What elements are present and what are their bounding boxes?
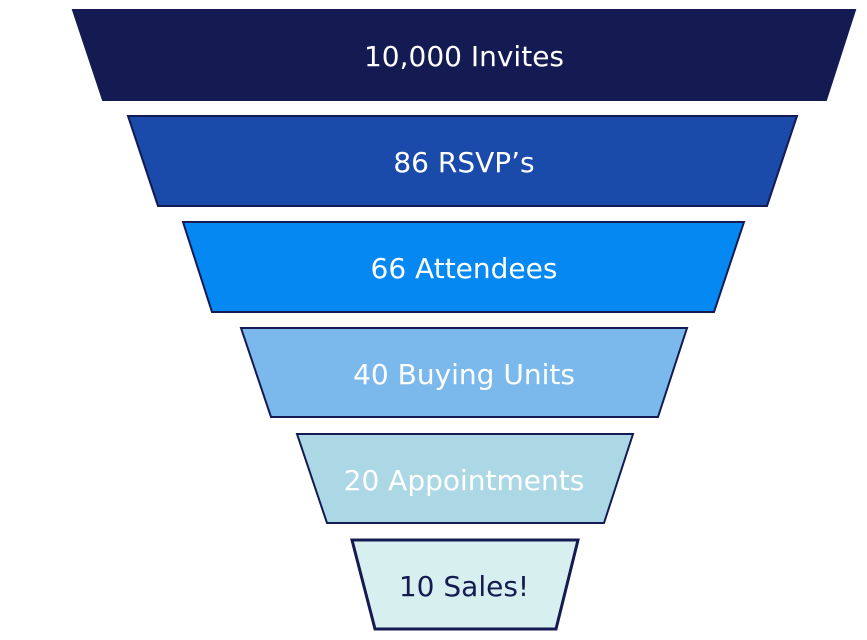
- funnel-band-buying-units: [239, 327, 689, 418]
- funnel-stage-invites: 10,000 Invites: [71, 9, 857, 101]
- funnel-label-invites: 10,000 Invites: [364, 40, 564, 73]
- funnel-band-invites: [71, 9, 857, 101]
- funnel-label-sales: 10 Sales!: [399, 570, 529, 603]
- funnel-label-appointments: 20 Appointments: [344, 464, 585, 497]
- funnel-label-attendees: 66 Attendees: [371, 252, 558, 285]
- funnel-band-sales: [350, 538, 580, 631]
- funnel-stage-rsvps: 86 RSVP’s: [126, 115, 799, 207]
- funnel-band-rsvps: [126, 115, 799, 207]
- funnel-label-rsvps: 86 RSVP’s: [393, 146, 534, 179]
- funnel-stage-buying-units: 40 Buying Units: [239, 327, 689, 418]
- funnel-band-appointments: [295, 433, 635, 524]
- funnel-label-buying-units: 40 Buying Units: [353, 358, 575, 391]
- funnel-stage-sales: 10 Sales!: [350, 538, 580, 631]
- funnel-stage-appointments: 20 Appointments: [295, 433, 635, 524]
- funnel-band-attendees: [181, 221, 746, 313]
- funnel-stage-attendees: 66 Attendees: [181, 221, 746, 313]
